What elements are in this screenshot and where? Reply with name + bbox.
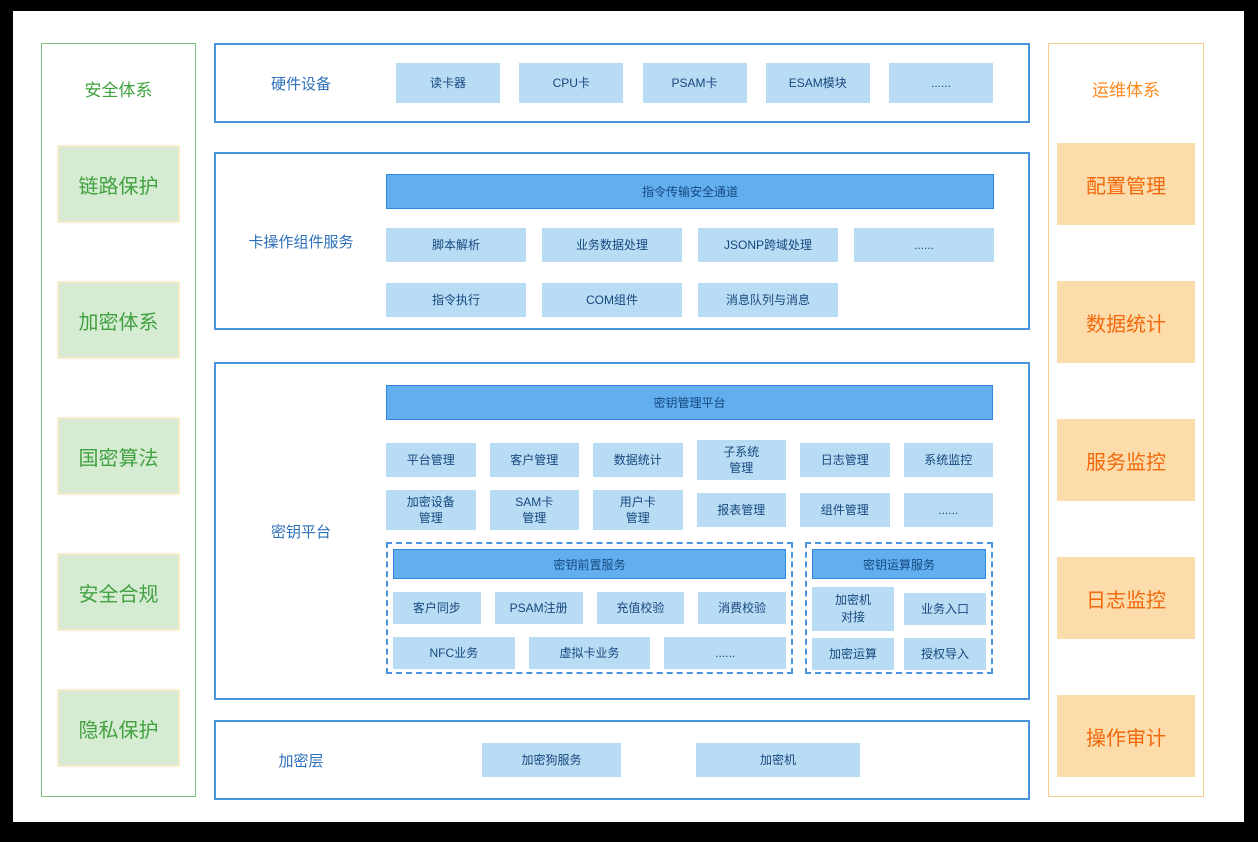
diagram-canvas: 安全体系 链路保护 加密体系 国密算法 安全合规 隐私保护 运维体系 配置管理 … — [13, 11, 1244, 822]
crypto-layer-section: 加密层 加密狗服务 加密机 — [214, 720, 1030, 800]
key-calc-row: 加密机 对接 业务入口 — [812, 587, 986, 631]
key-platform-item: 客户管理 — [489, 443, 579, 477]
key-calc-item: 授权导入 — [904, 638, 986, 670]
card-ops-item: JSONP跨域处理 — [698, 228, 838, 262]
key-front-service-header: 密钥前置服务 — [393, 549, 786, 579]
card-ops-item: 业务数据处理 — [542, 228, 682, 262]
key-front-item: 客户同步 — [393, 592, 481, 624]
key-platform-item: SAM卡 管理 — [489, 490, 579, 530]
ops-panel: 运维体系 配置管理 数据统计 服务监控 日志监控 操作审计 — [1048, 43, 1204, 797]
security-item: 国密算法 — [57, 417, 180, 495]
card-ops-grid: 脚本解析 业务数据处理 JSONP跨域处理 ...... 指令执行 COM组件 … — [386, 228, 994, 317]
key-calc-service-header: 密钥运算服务 — [812, 549, 986, 579]
key-services-row: 密钥前置服务 客户同步 PSAM注册 充值校验 消费校验 NFC业务 虚拟卡业务… — [386, 542, 993, 674]
key-platform-item: 组件管理 — [800, 493, 890, 527]
key-front-item: NFC业务 — [393, 637, 515, 669]
key-platform-item: 子系统 管理 — [696, 440, 786, 480]
security-item: 安全合规 — [57, 553, 180, 631]
card-ops-section: 卡操作组件服务 指令传输安全通道 脚本解析 业务数据处理 JSONP跨域处理 .… — [214, 152, 1030, 330]
key-front-item: 充值校验 — [596, 592, 685, 624]
hardware-items-row: 读卡器 CPU卡 PSAM卡 ESAM模块 ...... — [386, 45, 1028, 121]
section-label-hardware: 硬件设备 — [270, 75, 331, 93]
key-front-row: 客户同步 PSAM注册 充值校验 消费校验 — [393, 592, 786, 624]
secure-channel-header: 指令传输安全通道 — [386, 174, 994, 209]
ops-panel-title: 运维体系 — [1092, 81, 1160, 100]
hardware-item: ESAM模块 — [765, 63, 870, 103]
section-label-crypto-layer: 加密层 — [278, 752, 324, 770]
section-label-card-ops: 卡操作组件服务 — [248, 233, 354, 251]
security-item: 链路保护 — [57, 145, 180, 223]
key-calc-row: 加密运算 授权导入 — [812, 638, 986, 670]
card-ops-more-box: ...... — [854, 228, 994, 262]
card-ops-body: 指令传输安全通道 脚本解析 业务数据处理 JSONP跨域处理 ...... 指令… — [386, 154, 1029, 328]
key-platform-item: ...... — [903, 493, 993, 527]
section-label-key-platform: 密钥平台 — [270, 523, 331, 541]
hardware-section: 硬件设备 读卡器 CPU卡 PSAM卡 ESAM模块 ...... — [214, 43, 1030, 123]
security-panel-title: 安全体系 — [84, 81, 153, 100]
crypto-layer-item: 加密机 — [696, 743, 860, 777]
key-platform-item: 报表管理 — [696, 493, 786, 527]
crypto-layer-body: 加密狗服务 加密机 — [386, 722, 1028, 798]
architecture-stack: 硬件设备 读卡器 CPU卡 PSAM卡 ESAM模块 ...... 卡操作组件服… — [214, 43, 1030, 800]
key-platform-body: 密钥管理平台 平台管理 客户管理 数据统计 子系统 管理 日志管理 系统监控 加… — [386, 364, 1028, 698]
key-front-item: PSAM注册 — [494, 592, 583, 624]
ops-item: 日志监控 — [1057, 557, 1195, 639]
key-platform-item: 日志管理 — [800, 443, 890, 477]
key-platform-item: 数据统计 — [593, 443, 683, 477]
key-platform-item: 平台管理 — [386, 443, 476, 477]
key-front-row: NFC业务 虚拟卡业务 ...... — [393, 637, 786, 669]
card-ops-item: COM组件 — [542, 283, 682, 317]
hardware-item: PSAM卡 — [642, 63, 747, 103]
key-platform-item: 系统监控 — [903, 443, 993, 477]
card-ops-item: 脚本解析 — [386, 228, 526, 262]
key-management-header: 密钥管理平台 — [386, 385, 993, 420]
key-calc-item: 加密机 对接 — [812, 587, 894, 631]
security-item: 加密体系 — [57, 281, 180, 359]
hardware-item: CPU卡 — [519, 63, 624, 103]
key-front-service-group: 密钥前置服务 客户同步 PSAM注册 充值校验 消费校验 NFC业务 虚拟卡业务… — [386, 542, 793, 674]
card-ops-item: 指令执行 — [386, 283, 526, 317]
ops-item: 数据统计 — [1057, 281, 1195, 363]
key-calc-service-group: 密钥运算服务 加密机 对接 业务入口 加密运算 授权导入 — [805, 542, 993, 674]
key-calc-item: 加密运算 — [812, 638, 894, 670]
hardware-item: ...... — [889, 63, 993, 103]
crypto-layer-item: 加密狗服务 — [482, 743, 621, 777]
hardware-item: 读卡器 — [396, 63, 500, 103]
key-front-more-box: ...... — [664, 637, 786, 669]
key-platform-section: 密钥平台 密钥管理平台 平台管理 客户管理 数据统计 子系统 管理 日志管理 系… — [214, 362, 1030, 700]
key-front-item: 虚拟卡业务 — [528, 637, 651, 669]
card-ops-item: 消息队列与消息 — [698, 283, 838, 317]
ops-item: 服务监控 — [1057, 419, 1195, 501]
key-platform-grid: 平台管理 客户管理 数据统计 子系统 管理 日志管理 系统监控 加密设备 管理 … — [386, 440, 993, 530]
key-calc-item: 业务入口 — [904, 593, 986, 625]
key-platform-item: 加密设备 管理 — [386, 490, 476, 530]
ops-item: 操作审计 — [1057, 695, 1195, 777]
security-panel: 安全体系 链路保护 加密体系 国密算法 安全合规 隐私保护 — [41, 43, 196, 797]
ops-item: 配置管理 — [1057, 143, 1195, 225]
key-front-item: 消费校验 — [698, 592, 786, 624]
security-item: 隐私保护 — [57, 689, 180, 767]
key-platform-item: 用户卡 管理 — [593, 490, 683, 530]
